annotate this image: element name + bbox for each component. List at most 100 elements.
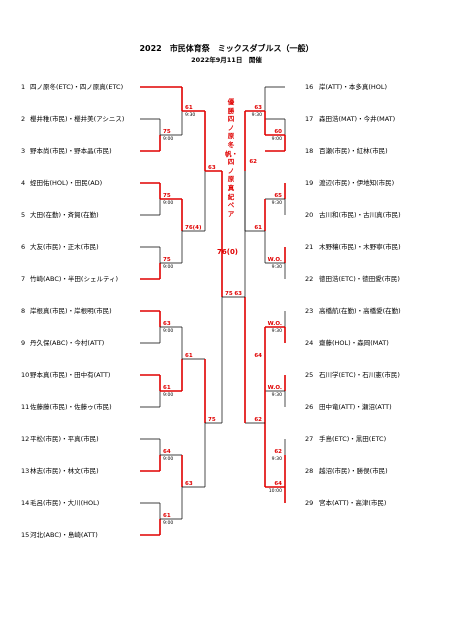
- seed-number: 14: [21, 499, 30, 507]
- pair-name: 木野穰(市民)・木野寧(市民): [319, 243, 401, 251]
- seed-number: 16: [305, 83, 314, 91]
- right-player-row: 26 田中竜(ATT)・瀬沼(ATT): [305, 403, 392, 411]
- seed-number: 15: [21, 531, 30, 539]
- pair-name: 丹久保(ABC)・今村(ATT): [30, 339, 105, 347]
- match-score: W.O.: [268, 257, 282, 263]
- seed-number: 28: [305, 467, 314, 475]
- pair-name: 岸(ATT)・本多真(HOL): [319, 83, 388, 91]
- champion-label: 優勝: [227, 98, 235, 115]
- match-time: 9:30: [272, 392, 282, 398]
- left-player-row: 9 丹久保(ABC)・今村(ATT): [21, 339, 104, 347]
- match-time: 9:00: [163, 200, 173, 206]
- final-score: 76(0): [217, 248, 239, 256]
- match-score: 63: [254, 105, 262, 111]
- pair-name: 大田(在勤)・斉賀(在勤): [30, 211, 99, 219]
- seed-number: 29: [305, 499, 314, 507]
- left-player-row: 13林志(市民)・林文(市民): [21, 467, 99, 475]
- match-time: 9:30: [272, 456, 282, 462]
- seed-number: 21: [305, 243, 314, 251]
- match-time: 9:00: [272, 136, 282, 142]
- match-score: 61: [163, 385, 171, 391]
- pair-name: 百瀬(市民)・紅林(市民): [319, 147, 388, 155]
- right-player-row: 18 百瀬(市民)・紅林(市民): [305, 147, 388, 155]
- seed-number: 3: [21, 147, 26, 155]
- match-time: 9:30: [272, 264, 282, 270]
- match-score: 76(4): [185, 225, 202, 231]
- seed-number: 26: [305, 403, 314, 411]
- match-score: W.O.: [268, 321, 282, 327]
- seed-number: 20: [305, 211, 314, 219]
- match-score: 75: [163, 129, 171, 135]
- match-time: 9:00: [163, 520, 173, 526]
- match-score: 64: [274, 481, 282, 487]
- pair-name: 四ノ原冬(ETC)・四ノ原真(ETC): [30, 83, 124, 91]
- left-player-row: 15河北(ABC)・島崎(ATT): [21, 531, 98, 539]
- left-player-row: 10野本真(市民)・田中有(ATT): [21, 371, 110, 379]
- match-score: 63: [163, 321, 171, 327]
- pair-name: 手島(ETC)・黒田(ETC): [319, 435, 387, 443]
- pair-name: 河北(ABC)・島崎(ATT): [30, 531, 98, 539]
- pair-name: 越沼(市民)・勝俣(市民): [319, 467, 388, 475]
- right-player-row: 24 齋藤(HOL)・森岡(MAT): [305, 339, 389, 347]
- pair-name: 田中竜(ATT)・瀬沼(ATT): [319, 403, 392, 411]
- pair-name: 石川学(ETC)・石川憲(市民): [319, 371, 400, 379]
- right-player-row: 21 木野穰(市民)・木野寧(市民): [305, 243, 401, 251]
- match-time: 9:00: [163, 456, 173, 462]
- pair-name: 齋藤(HOL)・森岡(MAT): [319, 339, 389, 347]
- match-score: W.O.: [268, 385, 282, 391]
- pair-name: 蛭田佑(HOL)・田民(AD): [30, 179, 103, 187]
- seed-number: 7: [21, 275, 26, 283]
- match-score: 60: [274, 129, 282, 135]
- seed-number: 4: [21, 179, 26, 187]
- match-score: 61: [185, 353, 193, 359]
- match-score: 63: [208, 165, 216, 171]
- seed-number: 9: [21, 339, 26, 347]
- right-player-row: 19 渡辺(市民)・伊地知(市民): [305, 179, 394, 187]
- seed-number: 5: [21, 211, 26, 219]
- match-time: 9:00: [163, 136, 173, 142]
- match-score: 75: [163, 193, 171, 199]
- right-player-row: 29 宮本(ATT)・高津(市民): [305, 499, 386, 507]
- pair-name: 古川和(市民)・古川真(市民): [319, 211, 401, 219]
- seed-number: 13: [21, 467, 30, 475]
- pair-name: 野本尚(市民)・野本晶(市民): [30, 147, 112, 155]
- match-score: 65: [274, 193, 282, 199]
- match-score: 75: [208, 417, 216, 423]
- match-time: 9:00: [163, 392, 173, 398]
- match-score: 61: [163, 513, 171, 519]
- pair-name: 森田浩(MAT)・今井(MAT): [319, 115, 396, 123]
- champion-names: 四ノ原冬帆・四ノ原真紀ペア: [225, 115, 238, 218]
- match-score: 75: [163, 257, 171, 263]
- seed-number: 19: [305, 179, 314, 187]
- left-player-row: 14毛呂(市民)・大川(HOL): [21, 499, 99, 507]
- pair-name: 宮本(ATT)・高津(市民): [319, 499, 387, 507]
- match-time: 9:30: [252, 112, 262, 118]
- pair-name: 渡辺(市民)・伊地知(市民): [319, 179, 395, 187]
- match-score: 61: [185, 105, 193, 111]
- match-score: 63: [234, 291, 242, 297]
- seed-number: 24: [305, 339, 314, 347]
- match-time: 10:00: [269, 488, 282, 494]
- pair-name: 岸根真(市民)・岸根明(市民): [30, 307, 112, 315]
- left-player-row: 5 大田(在勤)・斉賀(在勤): [21, 211, 99, 219]
- seed-number: 17: [305, 115, 314, 123]
- match-score: 64: [254, 353, 262, 359]
- seed-number: 22: [305, 275, 314, 283]
- seed-number: 18: [305, 147, 314, 155]
- right-player-row: 27 手島(ETC)・黒田(ETC): [305, 435, 386, 443]
- left-player-row: 11佐藤藤(市民)・佐藤ゥ(市民): [21, 403, 112, 411]
- right-player-row: 17 森田浩(MAT)・今井(MAT): [305, 115, 395, 123]
- match-score: 62: [254, 417, 262, 423]
- seed-number: 27: [305, 435, 314, 443]
- right-player-row: 16 岸(ATT)・本多真(HOL): [305, 83, 387, 91]
- match-score: 64: [163, 449, 171, 455]
